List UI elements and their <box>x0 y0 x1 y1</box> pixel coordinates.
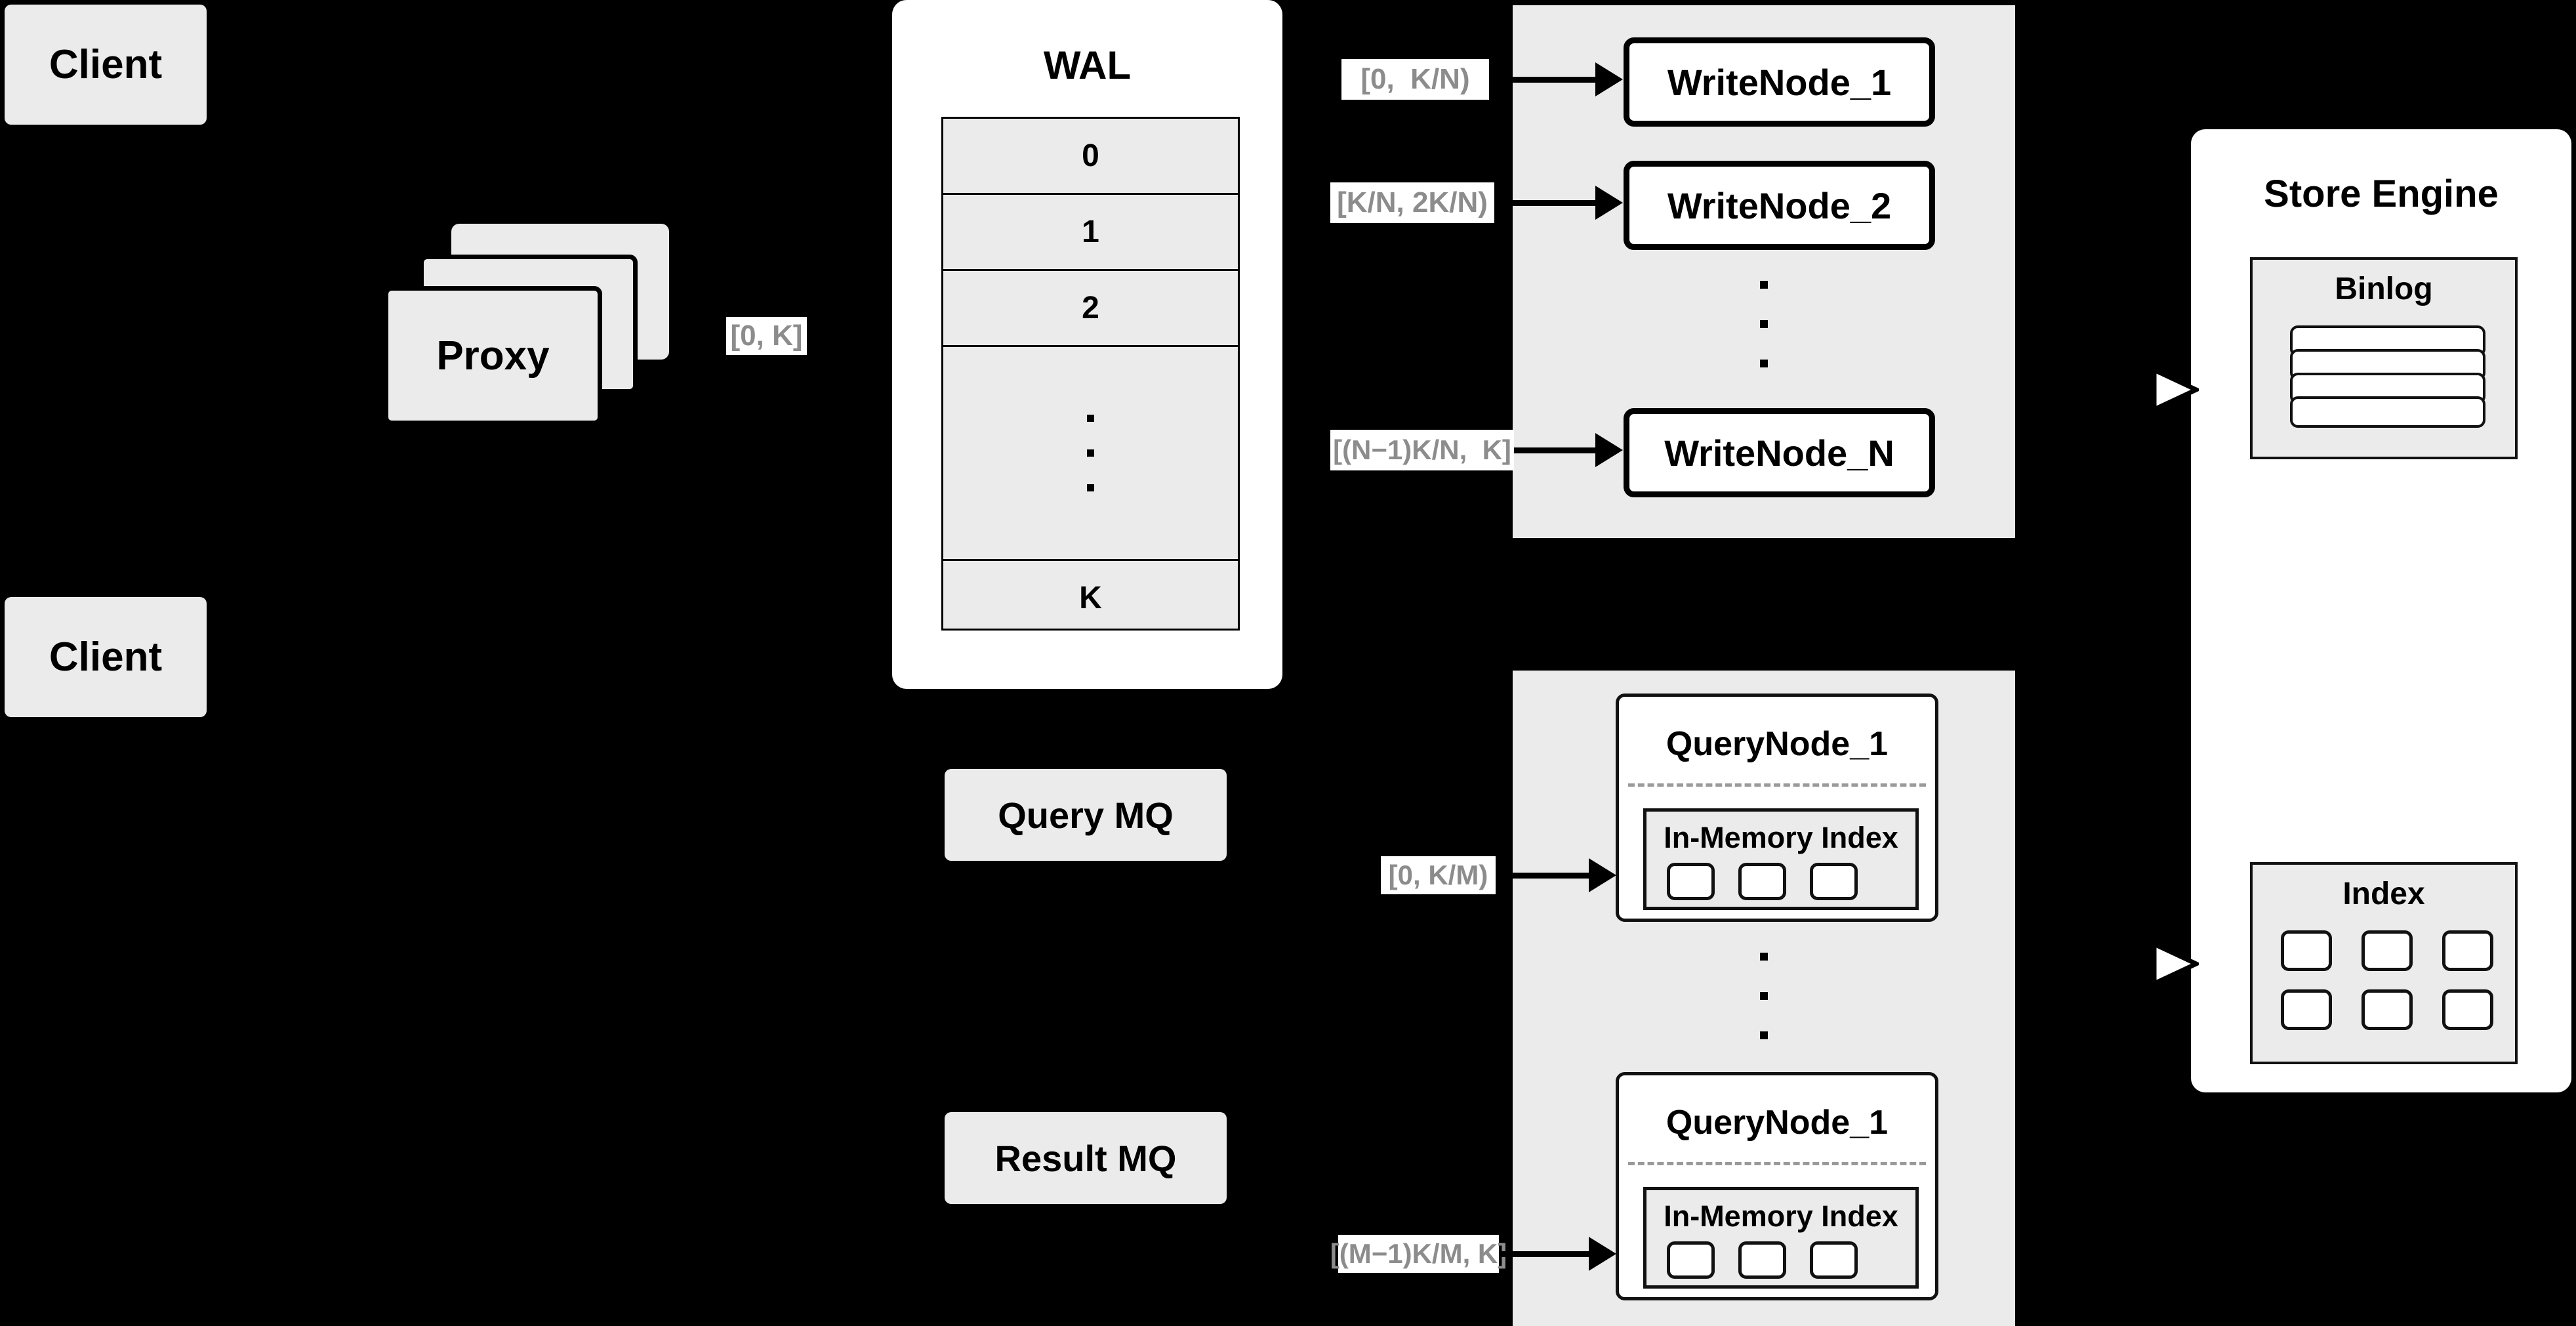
write-node-label: WriteNode_N <box>1664 432 1894 474</box>
edge-label-mq-to-query-m: [(M−1)K/M, K] <box>1330 1235 1507 1273</box>
edge-label-text: [0, K/N) <box>1360 63 1470 95</box>
index-chip <box>2281 989 2332 1030</box>
wal-row-value: 1 <box>1082 215 1099 249</box>
edge-label-text: [(M−1)K/M, K] <box>1330 1238 1507 1269</box>
index-chip <box>1810 1241 1858 1279</box>
arrow-line-write-2 <box>1496 200 1615 206</box>
wal-row: 1 <box>943 195 1238 271</box>
write-node-group: WriteNode_1 WriteNode_2 WriteNode_N <box>1513 5 2015 538</box>
store-engine-title: Store Engine <box>2264 173 2499 215</box>
in-memory-index-panel: In-Memory Index <box>1643 808 1919 910</box>
write-node-label: WriteNode_2 <box>1667 184 1892 226</box>
proxy-label: Proxy <box>436 333 550 379</box>
arrow-head-query-m <box>1589 1237 1616 1271</box>
wal-row-value: 0 <box>1082 138 1099 173</box>
edge-label-wal-to-write-2: [K/N, 2K/N) <box>1330 182 1494 223</box>
proxy-card-front[interactable]: Proxy <box>384 286 602 425</box>
edge-label-wal-to-write-1: [0, K/N) <box>1341 59 1489 100</box>
result-mq-label: Result MQ <box>994 1137 1177 1179</box>
in-memory-index-title: In-Memory Index <box>1664 1199 1898 1233</box>
index-chip <box>1667 1241 1715 1279</box>
index-panel: Index <box>2250 862 2518 1064</box>
index-chip <box>1667 863 1715 900</box>
arrow-line-write-1 <box>1490 77 1615 83</box>
client-label: Client <box>49 634 163 680</box>
edge-label-text: [0, K] <box>730 320 803 352</box>
query-node-1[interactable]: QueryNode_1 In-Memory Index <box>1616 694 1938 922</box>
binlog-panel: Binlog <box>2250 257 2518 459</box>
index-chip <box>2442 989 2493 1030</box>
in-memory-index-title: In-Memory Index <box>1664 821 1898 854</box>
wal-row-value: K <box>1079 581 1102 615</box>
index-chip <box>1738 1241 1786 1279</box>
wal-row: 2 <box>943 271 1238 347</box>
query-mq-label: Query MQ <box>998 794 1174 836</box>
write-node-1[interactable]: WriteNode_1 <box>1624 37 1935 127</box>
query-node-ellipsis <box>1760 953 1768 1039</box>
arrow-head-open-binlog <box>2153 369 2199 411</box>
arrow-head-write-1 <box>1595 62 1623 96</box>
arrow-head-open-index <box>2153 943 2199 985</box>
query-mq-box[interactable]: Query MQ <box>945 769 1227 861</box>
query-node-title: QueryNode_1 <box>1666 1104 1889 1142</box>
proxy-stack[interactable]: Proxy <box>384 224 672 427</box>
query-node-divider <box>1628 783 1926 787</box>
wal-table: 0 1 2 K <box>941 117 1240 631</box>
index-chip <box>2361 930 2413 971</box>
client-box-1[interactable]: Client <box>5 5 207 125</box>
edge-label-text: [0, K/M) <box>1388 860 1488 890</box>
index-chip <box>1810 863 1858 900</box>
arrow-head-write-n <box>1595 433 1623 467</box>
in-memory-index-panel: In-Memory Index <box>1643 1187 1919 1289</box>
wal-panel: WAL 0 1 2 K <box>892 0 1282 689</box>
query-node-title: QueryNode_1 <box>1666 725 1889 763</box>
store-engine-panel: Store Engine Binlog Index <box>2191 129 2571 1092</box>
wal-row: K <box>943 561 1238 635</box>
client-box-2[interactable]: Client <box>5 597 207 717</box>
edge-label-text: [(N−1)K/N, K] <box>1333 434 1511 465</box>
index-title: Index <box>2342 877 2425 911</box>
edge-label-mq-to-query-1: [0, K/M) <box>1381 856 1496 894</box>
index-chip <box>1738 863 1786 900</box>
index-chip <box>2281 930 2332 971</box>
result-mq-box[interactable]: Result MQ <box>945 1112 1227 1204</box>
edge-label-text: [K/N, 2K/N) <box>1337 186 1488 218</box>
index-chip <box>2442 930 2493 971</box>
arrow-line-query-1 <box>1497 873 1608 879</box>
query-node-m[interactable]: QueryNode_1 In-Memory Index <box>1616 1072 1938 1300</box>
write-node-n[interactable]: WriteNode_N <box>1624 408 1935 497</box>
binlog-entry <box>2290 396 2485 428</box>
arrow-head-write-2 <box>1595 186 1623 220</box>
wal-title: WAL <box>1043 43 1132 87</box>
index-chip <box>2361 989 2413 1030</box>
write-node-label: WriteNode_1 <box>1667 61 1892 103</box>
edge-label-wal-to-write-n: [(N−1)K/N, K] <box>1330 430 1514 470</box>
write-node-ellipsis <box>1760 281 1768 367</box>
wal-row-value: 2 <box>1082 291 1099 325</box>
client-label: Client <box>49 42 163 87</box>
wal-row: 0 <box>943 119 1238 195</box>
query-node-divider <box>1628 1162 1926 1165</box>
arrow-head-query-1 <box>1589 858 1616 892</box>
wal-row-ellipsis <box>943 347 1238 561</box>
query-node-group: QueryNode_1 In-Memory Index QueryNode_1 … <box>1513 671 2015 1326</box>
arrow-line-query-m <box>1499 1251 1608 1257</box>
edge-label-proxy-to-wal: [0, K] <box>726 317 807 355</box>
arrow-line-write-n <box>1514 447 1615 453</box>
binlog-title: Binlog <box>2335 272 2433 306</box>
write-node-2[interactable]: WriteNode_2 <box>1624 161 1935 250</box>
